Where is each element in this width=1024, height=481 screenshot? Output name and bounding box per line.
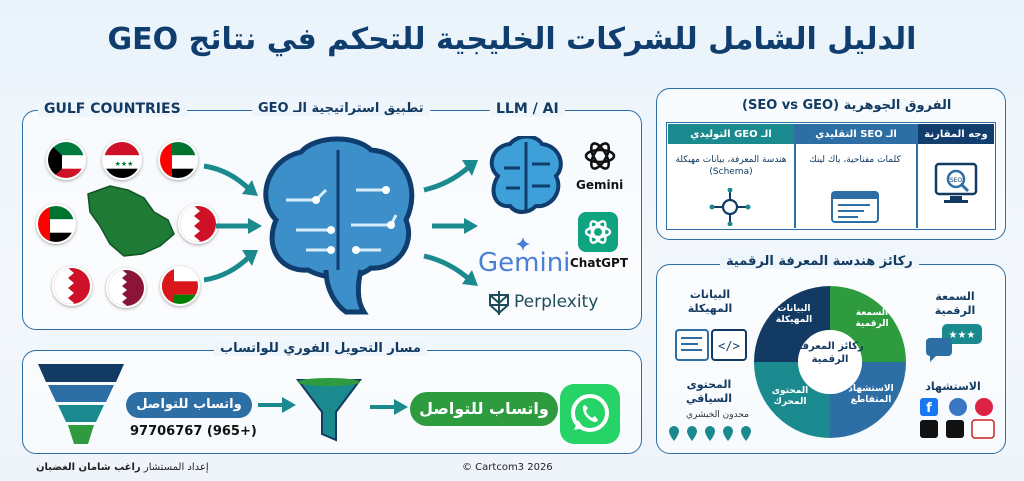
svg-text:</>: </> (718, 339, 740, 353)
seo-monitor-icon: SEO (932, 160, 980, 208)
arrow-icon (258, 397, 296, 413)
arrow-icon (423, 160, 478, 193)
rating-bubble-icon: ★★★ (924, 322, 984, 362)
arrow-icon (216, 218, 262, 234)
funnel-narrow-icon (296, 376, 362, 444)
openai-logo-icon (582, 138, 618, 174)
phone-number[interactable]: 97706767 (965+) (130, 424, 257, 439)
bahrain-flag-icon (52, 266, 92, 306)
knowledge-graph-icon (708, 187, 752, 227)
bahrain-flag-icon-2 (178, 204, 218, 244)
arrow-icon (423, 253, 478, 286)
svg-text:★★★: ★★★ (949, 330, 976, 341)
wheel-segment-reputation: السمعة الرقمية (855, 308, 889, 329)
brain-circuit-icon (246, 130, 426, 320)
perplexity-label: Perplexity (514, 292, 599, 312)
whatsapp-contact-pill[interactable]: واتساب للتواصل (126, 392, 252, 418)
credit-prefix: إعداد المستشار (143, 462, 209, 473)
arrow-icon (432, 218, 478, 234)
gemini-large-label: Gemini (478, 248, 571, 278)
pillars-center-label: ركائز المعرفة الرقمية (796, 341, 864, 365)
divider (916, 124, 918, 228)
seo-description: كلمات مفتاحية، باك لينك (809, 155, 901, 165)
gemini-sparkle-icon (516, 236, 530, 251)
page-title: الدليل الشامل للشركات الخليجية للتحكم في… (107, 22, 917, 57)
comparison-header-seo: الـ SEO التقليدي (796, 124, 916, 144)
oman-flag-icon (160, 266, 200, 306)
svg-text:★★★: ★★★ (115, 160, 134, 168)
iraq-flag-icon: ★★★ (102, 140, 142, 180)
wheel-segment-structured: البيانات المهيكلة (775, 304, 813, 325)
code-screens-icon: </> (674, 326, 748, 366)
wheel-segment-citation: الاستشهاد المتقاطع (848, 384, 894, 405)
llm-ai-heading: LLM / AI (490, 101, 565, 117)
differences-heading: الفروق الجوهرية (SEO vs GEO) (742, 98, 952, 113)
gulf-map-icon (80, 182, 180, 262)
contextual-content-label: المحتوى السياقي (685, 378, 733, 405)
gemini-small-label: Gemini (576, 178, 624, 192)
wheel-segment-content: المحتوى المحرك (771, 386, 809, 407)
location-pins-icon (668, 424, 752, 444)
svg-text:SEO: SEO (950, 177, 963, 184)
uae-flag-icon-2 (36, 204, 76, 244)
funnel-icon (36, 360, 126, 446)
pillars-wheel-icon (750, 278, 910, 448)
divider (794, 124, 796, 228)
citation-label: الاستشهاد (925, 380, 981, 393)
chatgpt-logo-icon (578, 212, 618, 252)
gulf-countries-heading: GULF COUNTRIES (38, 101, 187, 117)
perplexity-logo-icon (488, 290, 510, 316)
geo-description: هندسة المعرفة، بيانات مهيكلة (Schema) (675, 155, 787, 177)
comparison-header-geo: الـ GEO التوليدي (668, 124, 794, 144)
qatar-flag-icon (106, 268, 146, 308)
credit-name: راغب شامان الغضبان (36, 462, 141, 473)
social-icons-icon: f (918, 396, 998, 440)
svg-text:f: f (926, 401, 932, 416)
contextual-sub-label: محدون الخبشري (686, 410, 749, 420)
ai-brain-icon (484, 134, 568, 216)
chatgpt-label: ChatGPT (570, 256, 629, 270)
arrow-icon (203, 163, 258, 196)
whatsapp-heading: مسار التحويل الفوري للواتساب (214, 341, 427, 356)
comparison-header-aspect: وجه المقارنة (918, 124, 994, 144)
credit-text: إعداد المستشار راغب شامان الغضبان (36, 462, 209, 473)
browser-window-icon (830, 190, 880, 224)
arrow-icon (370, 399, 408, 415)
copyright-text: © Cartcom3 2026 (462, 462, 553, 473)
whatsapp-logo-icon[interactable] (560, 384, 620, 444)
geo-strategy-heading: تطبيق استراتيجية الـ GEO (252, 101, 430, 116)
digital-reputation-label: السمعة الرقمية (934, 290, 976, 317)
uae-flag-icon (158, 140, 198, 180)
pillars-heading: ركائز هندسة المعرفة الرقمية (720, 254, 919, 269)
kuwait-flag-icon (46, 140, 86, 180)
arrow-icon (203, 250, 258, 283)
whatsapp-cta-button[interactable]: واتساب للتواصل (410, 392, 558, 426)
structured-data-label: البيانات المهيكلة (687, 288, 733, 315)
